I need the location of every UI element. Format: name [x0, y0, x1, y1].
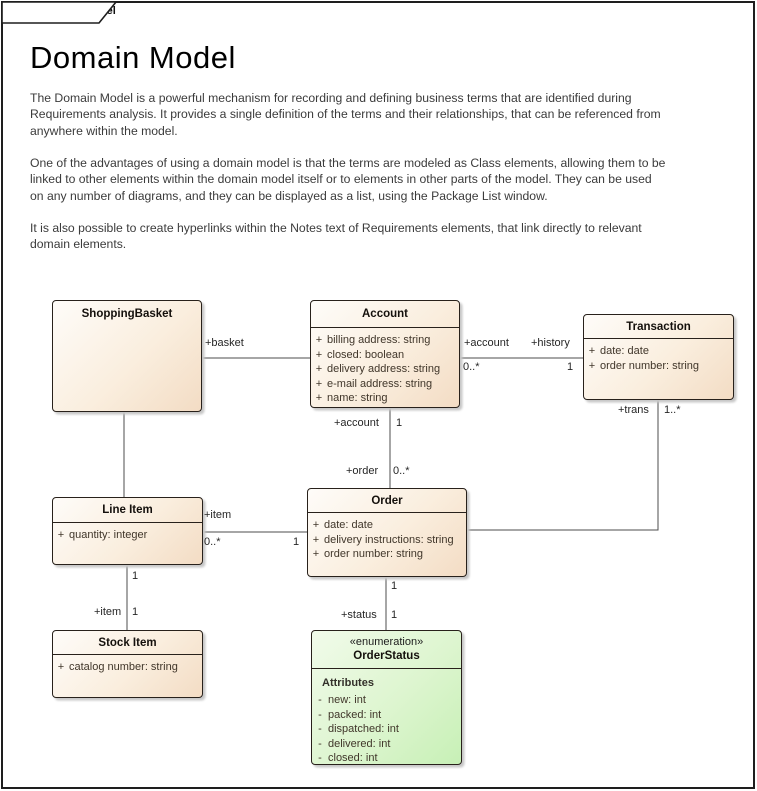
attribute-row: - new: int [312, 693, 461, 708]
attribute-row: + date: date [584, 344, 733, 359]
multiplicity-label: 1..* [664, 404, 681, 416]
attribute-visibility: + [315, 392, 323, 404]
attribute-text: closed: boolean [327, 348, 405, 361]
attribute-text: billing address: string [327, 334, 431, 346]
page-title: Domain Model [30, 40, 236, 75]
attribute-visibility: + [588, 359, 596, 372]
class-shoppingbasket[interactable]: ShoppingBasket [52, 300, 202, 412]
class-account[interactable]: Account + billing address: string + clos… [310, 300, 460, 408]
class-transaction[interactable]: Transaction + date: date + order number:… [583, 314, 734, 400]
attribute-row: + delivery instructions: string [308, 533, 466, 548]
attribute-text: catalog number: string [69, 661, 178, 673]
multiplicity-label: 0..* [393, 465, 410, 477]
multiplicity-label: 1 [391, 609, 398, 621]
multiplicity-label: 1 [396, 417, 403, 429]
class-name: ShoppingBasket [81, 308, 173, 320]
multiplicity-label: 1 [293, 536, 300, 548]
frame-tab-shape [1, 1, 118, 24]
attribute-row: + quantity: integer [53, 528, 202, 543]
paragraph-2: One of the advantages of using a domain … [30, 156, 666, 203]
attribute-text: order number: string [600, 359, 700, 372]
attribute-row: - delivered: int [312, 737, 461, 752]
attribute-text: dispatched: int [328, 723, 399, 735]
class-name: Account [311, 301, 459, 328]
attribute-row: + name: string [311, 391, 459, 406]
attribute-visibility: - [318, 723, 322, 735]
role-label-item-h: +item [204, 509, 232, 521]
class-name: Stock Item [53, 631, 202, 655]
attribute-visibility: + [312, 533, 320, 546]
role-label-basket: +basket [205, 337, 244, 349]
attribute-visibility: + [312, 519, 320, 531]
attribute-row: + catalog number: string [53, 660, 202, 675]
class-name: OrderStatus [353, 649, 420, 662]
paragraph-3: It is also possible to create hyperlinks… [30, 221, 642, 252]
role-label-status: +status [341, 609, 377, 621]
attribute-visibility: - [318, 694, 322, 706]
attribute-text: delivery instructions: string [324, 533, 454, 546]
multiplicity-label: 0..* [463, 361, 480, 373]
attribute-text: closed: int [328, 752, 378, 764]
class-name: Order [308, 489, 466, 513]
attribute-text: date: date [324, 519, 373, 531]
attribute-visibility: - [318, 752, 322, 764]
role-label-account-v: +account [334, 417, 379, 429]
attribute-visibility: + [315, 377, 323, 390]
multiplicity-label: 1 [132, 570, 139, 582]
attribute-text: delivered: int [328, 737, 391, 750]
attributes-section-heading: Attributes [322, 677, 374, 689]
role-label-trans: +trans [618, 404, 649, 416]
multiplicity-label: 0..* [204, 536, 221, 548]
role-label-account-h: +account [464, 337, 509, 349]
role-label-item-v: +item [94, 606, 122, 618]
attribute-text: delivery address: string [327, 363, 441, 375]
class-stockitem[interactable]: Stock Item + catalog number: string [52, 630, 203, 698]
multiplicity-label: 1 [391, 580, 398, 592]
attribute-visibility: + [57, 529, 65, 541]
class-name: Transaction [584, 315, 733, 339]
attribute-text: name: string [327, 392, 388, 404]
attribute-visibility: - [318, 737, 322, 750]
attribute-row: - dispatched: int [312, 722, 461, 737]
connector-transaction-order[interactable] [467, 400, 659, 531]
attribute-text: packed: int [328, 708, 382, 721]
multiplicity-label: 1 [567, 361, 574, 373]
attribute-row: - closed: int [312, 751, 461, 766]
attribute-visibility: - [318, 708, 322, 721]
attribute-row: + order number: string [584, 359, 733, 374]
attribute-text: date: date [600, 345, 649, 357]
attribute-visibility: + [57, 661, 65, 673]
attribute-row: + billing address: string [311, 333, 459, 348]
multiplicity-label: 1 [132, 606, 139, 618]
enumeration-orderstatus[interactable]: «enumeration» OrderStatus Attributes - n… [311, 630, 462, 765]
attribute-visibility: + [312, 548, 320, 560]
attribute-visibility: + [315, 348, 323, 361]
attribute-text: quantity: integer [69, 529, 148, 541]
attribute-row: + delivery address: string [311, 362, 459, 377]
class-lineitem[interactable]: Line Item + quantity: integer [52, 497, 203, 565]
attribute-visibility: + [588, 345, 596, 357]
attribute-visibility: + [315, 363, 323, 375]
paragraph-1: The Domain Model is a powerful mechanism… [30, 91, 661, 138]
stereotype-label: «enumeration» [349, 635, 424, 648]
attribute-row: + date: date [308, 518, 466, 533]
attribute-text: new: int [328, 694, 366, 706]
role-label-order: +order [346, 465, 379, 477]
role-label-history: +history [531, 337, 570, 349]
attribute-row: - packed: int [312, 708, 461, 723]
attribute-visibility: + [315, 334, 323, 346]
attribute-row: + closed: boolean [311, 348, 459, 363]
class-name: Line Item [53, 498, 202, 523]
attribute-text: order number: string [324, 548, 424, 560]
attribute-text: e-mail address: string [327, 377, 433, 390]
attribute-row: + order number: string [308, 547, 466, 562]
attribute-row: + e-mail address: string [311, 377, 459, 392]
class-order[interactable]: Order + date: date + delivery instructio… [307, 488, 467, 577]
